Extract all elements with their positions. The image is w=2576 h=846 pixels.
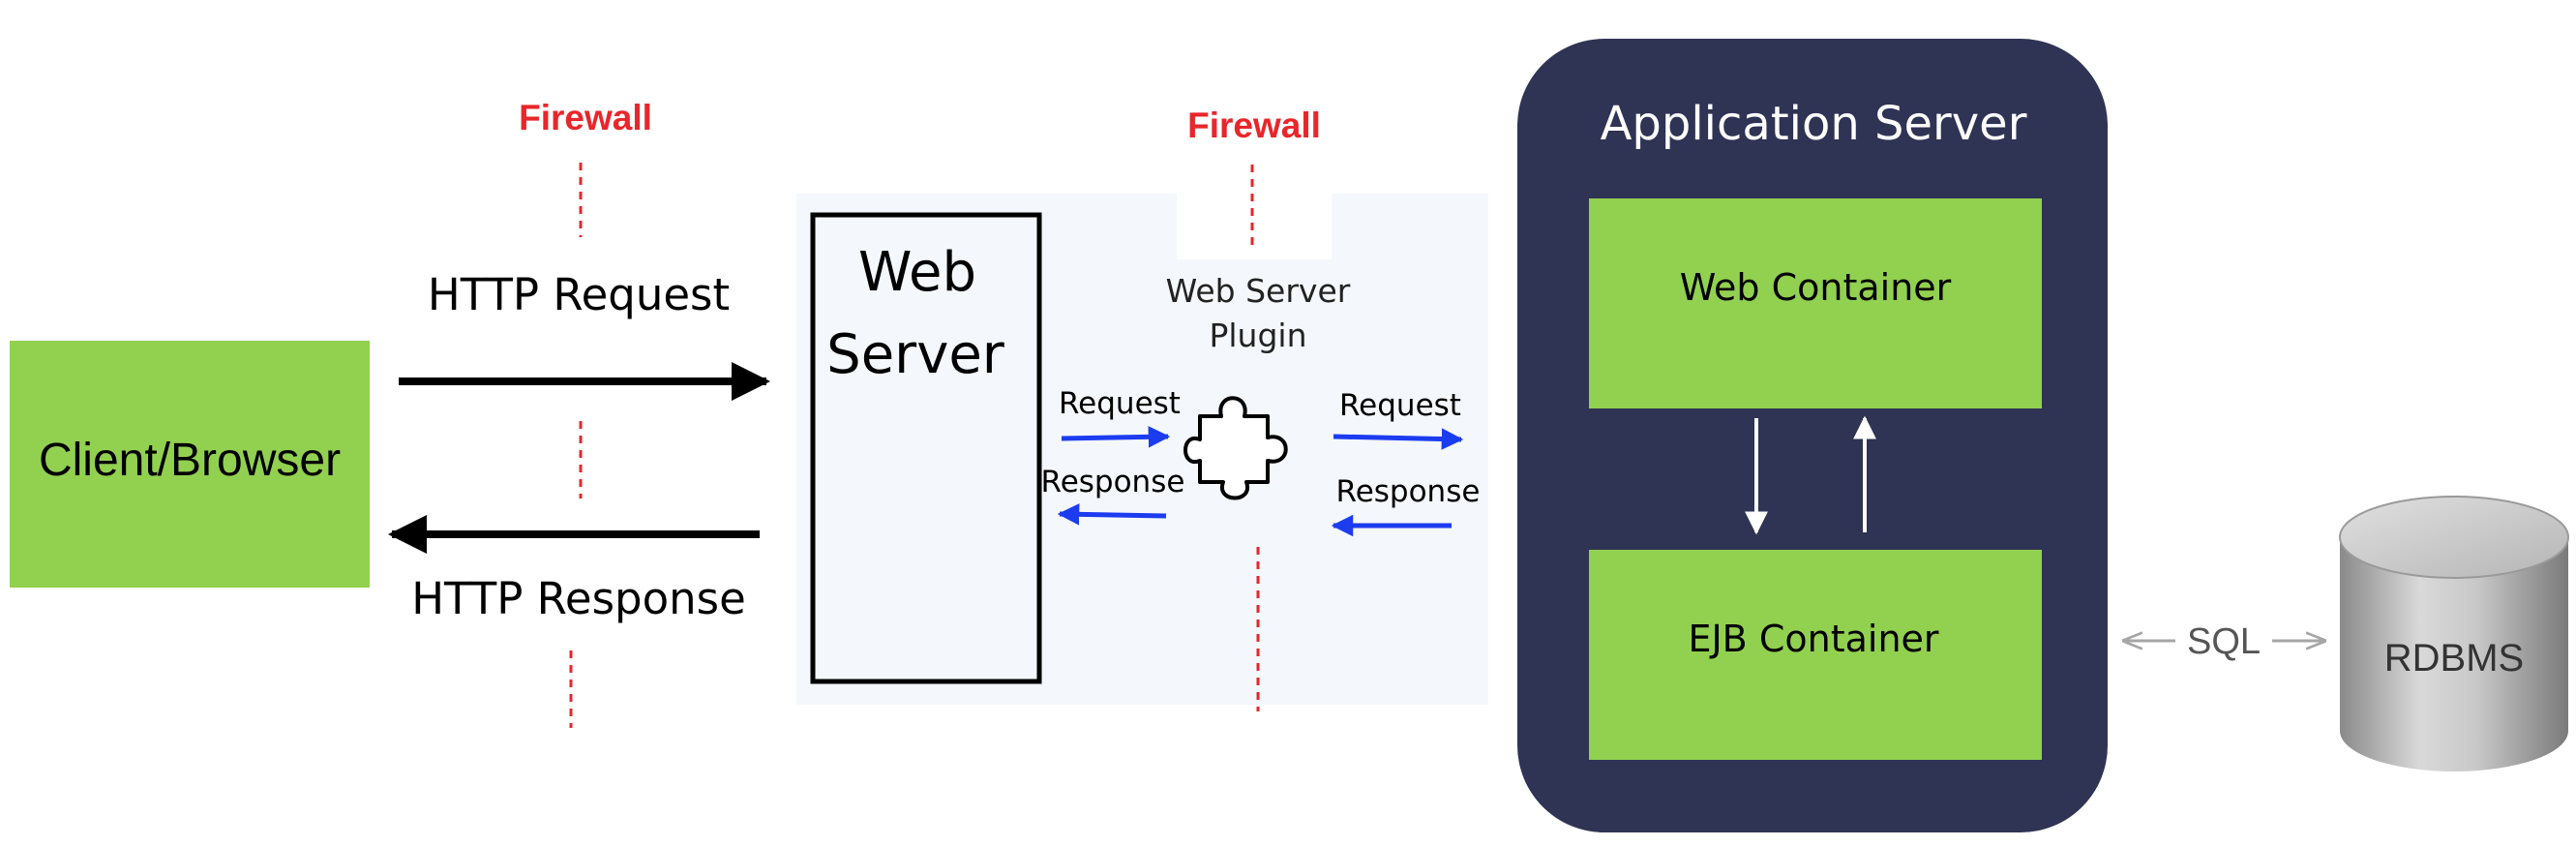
ejb-container-box: [1589, 550, 2042, 760]
web-container-box: [1589, 198, 2042, 408]
web-server-box: [810, 212, 1042, 684]
plugin-request-out-label: Request: [1339, 388, 1461, 423]
ejb-container-label: EJB Container: [1688, 618, 1938, 660]
plugin-label-line1: Web Server: [1166, 272, 1351, 310]
firewall-line-right: [1250, 165, 1260, 711]
client-browser-label: Client/Browser: [39, 435, 341, 486]
firewall-line-left: [569, 163, 583, 728]
plugin-label-line2: Plugin: [1209, 317, 1306, 354]
firewall-gap: [1177, 194, 1332, 259]
plugin-request-in-label: Request: [1059, 386, 1181, 421]
rdbms-label: RDBMS: [2384, 637, 2524, 680]
web-server-label-line1: Web: [858, 241, 976, 304]
web-server-label-line2: Server: [826, 323, 1005, 386]
application-server-title: Application Server: [1601, 97, 2027, 151]
client-browser-box: [10, 341, 370, 588]
firewall-label-right: Firewall: [1187, 106, 1321, 145]
plugin-response-out-label: Response: [1041, 465, 1185, 499]
http-response-label: HTTP Response: [411, 573, 746, 624]
sql-label: SQL: [2187, 621, 2261, 662]
sql-label-bg: [2175, 618, 2272, 664]
database-cylinder-icon: [2339, 496, 2569, 771]
plugin-request-out-arrow: [1333, 428, 1464, 450]
web-container-label: Web Container: [1680, 266, 1952, 309]
plugin-response-out-arrow: [1057, 503, 1167, 526]
plugin-response-in-label: Response: [1336, 474, 1481, 509]
firewall-label-left: Firewall: [519, 98, 652, 137]
plugin-request-in-arrow: [1061, 426, 1171, 448]
http-request-label: HTTP Request: [428, 269, 730, 320]
puzzle-piece-icon: [1183, 396, 1288, 500]
